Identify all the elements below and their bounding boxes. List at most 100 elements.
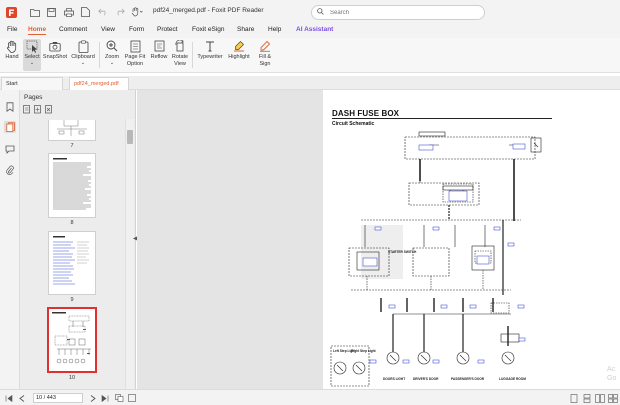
select-dropdown-chevron-icon: ⌄	[29, 59, 35, 66]
page-heading: DASH FUSE BOX	[332, 109, 400, 118]
clipboard-label: Clipboard	[71, 54, 95, 60]
hand-label: Hand	[5, 54, 19, 60]
menu-form[interactable]: Form	[129, 26, 145, 33]
status-bar: 10 / 443	[0, 389, 620, 405]
page-thumbnail-9[interactable]	[48, 231, 96, 295]
single-page-view-icon[interactable]	[569, 393, 579, 403]
page-options-icon[interactable]	[23, 105, 31, 116]
typewriter-icon	[203, 39, 217, 53]
typewriter-button[interactable]: Typewriter	[196, 39, 224, 61]
print-icon[interactable]	[61, 5, 76, 20]
foxit-logo-icon	[4, 5, 19, 20]
snapshot-button[interactable]: SnapShot	[43, 39, 67, 61]
menu-ai-assistant[interactable]: AI Assistant	[296, 26, 334, 33]
rotate-label-2: View	[174, 60, 186, 67]
page-thumbnail-label: 7	[70, 143, 74, 149]
rotate-label-1: Rotate	[171, 54, 189, 60]
menu-foxit-esign[interactable]: Foxit eSign	[192, 26, 225, 33]
select-cursor-icon	[25, 39, 39, 53]
page-thumbnail-label: 8	[70, 220, 74, 226]
page-thumbnail-7[interactable]	[48, 120, 96, 141]
heading-rule	[332, 118, 552, 119]
tab-start[interactable]: Start	[1, 77, 63, 90]
page-fit-label-2: Option	[126, 60, 144, 67]
redo-icon[interactable]	[112, 5, 127, 20]
page-subheading: Circuit Schematic	[332, 121, 375, 127]
window-title: pdf24_merged.pdf - Foxit PDF Reader	[153, 7, 264, 14]
select-tool-button[interactable]: Select ⌄	[23, 39, 41, 71]
menu-share[interactable]: Share	[237, 26, 255, 33]
fill-sign-label-2: Sign	[259, 60, 271, 67]
save-icon[interactable]	[44, 5, 59, 20]
last-page-icon[interactable]	[100, 393, 110, 403]
page-number-field[interactable]: 10 / 443	[33, 393, 83, 403]
page-thumbnail-8[interactable]	[48, 153, 96, 218]
menu-view[interactable]: View	[101, 26, 115, 33]
clipboard-dropdown-chevron-icon: ⌄	[80, 59, 86, 66]
fill-and-sign-button[interactable]: Fill & Sign	[255, 39, 275, 67]
continuous-view-icon[interactable]	[582, 393, 592, 403]
hand-tool-dropdown-icon[interactable]	[129, 5, 144, 20]
scrollbar-thumb[interactable]	[127, 130, 133, 144]
page-thumbnail-label: 9	[70, 297, 74, 303]
view-mode-icon[interactable]	[114, 393, 124, 403]
pages-thumbnail-icon[interactable]	[4, 121, 16, 133]
rotate-view-button[interactable]: Rotate View	[171, 39, 189, 67]
menu-home[interactable]: Home	[28, 26, 47, 35]
menu-help[interactable]: Help	[268, 26, 282, 33]
reflow-button[interactable]: Reflow	[149, 39, 169, 61]
schematic-label-luggage: LUGGAGE ROOM	[499, 377, 526, 381]
page-view-icon[interactable]	[127, 393, 137, 403]
schematic-label-doors: DOORS LIGHT	[383, 377, 405, 381]
next-page-icon[interactable]	[88, 393, 98, 403]
schematic-label-right-step: Right Step Light	[351, 349, 377, 353]
reflow-label: Reflow	[150, 54, 168, 60]
typewriter-label: Typewriter	[197, 54, 223, 60]
clipboard-button[interactable]: Clipboard ⌄	[70, 39, 96, 66]
delete-page-icon[interactable]	[45, 105, 53, 116]
document-view[interactable]: DASH FUSE BOX Circuit Schematic	[137, 90, 620, 389]
attachment-icon[interactable]	[4, 164, 16, 176]
watermark-line-1: Ac	[607, 366, 616, 373]
hand-tool-button[interactable]: Hand	[3, 39, 21, 61]
document-tabs: Start pdf24_merged.pdf	[0, 76, 620, 90]
quick-access-toolbar	[4, 5, 144, 20]
tab-document[interactable]: pdf24_merged.pdf	[69, 77, 129, 90]
comments-icon[interactable]	[4, 143, 16, 155]
previous-page-icon[interactable]	[17, 393, 27, 403]
select-label: Select	[24, 54, 40, 60]
open-folder-icon[interactable]	[27, 5, 42, 20]
new-document-icon[interactable]	[78, 5, 93, 20]
page-number-value: 10 / 443	[36, 395, 56, 401]
collapse-panel-arrow-icon[interactable]: ◀	[133, 236, 138, 242]
watermark-line-2: Go	[607, 375, 617, 382]
menu-comment[interactable]: Comment	[59, 26, 88, 33]
page-fit-option-button[interactable]: Page Fit Option	[123, 39, 147, 67]
ribbon-toolbar: Hand Select ⌄ SnapShot Clipboard ⌄ Zoom …	[0, 38, 620, 73]
page-fit-icon	[128, 39, 142, 53]
two-page-view-icon[interactable]	[595, 393, 605, 403]
snapshot-label: SnapShot	[42, 54, 68, 60]
zoom-dropdown-chevron-icon: ⌄	[109, 59, 115, 66]
two-page-continuous-icon[interactable]	[608, 393, 618, 403]
zoom-label: Zoom	[104, 54, 120, 60]
thumbnails-scrollbar[interactable]	[125, 119, 134, 389]
search-box[interactable]	[311, 5, 485, 20]
search-input[interactable]	[330, 9, 470, 16]
menu-file[interactable]: File	[7, 26, 18, 33]
schematic-label-passengers-door: PASSENGER'S DOOR	[451, 377, 485, 381]
undo-icon[interactable]	[95, 5, 110, 20]
menu-protect[interactable]: Protect	[157, 26, 178, 33]
schematic-label-starter: STARTER SWITCH	[388, 250, 417, 254]
search-icon	[317, 8, 324, 17]
clipboard-icon	[76, 39, 90, 53]
pages-panel: Pages 7	[20, 90, 136, 389]
bookmark-icon[interactable]	[4, 101, 16, 113]
first-page-icon[interactable]	[4, 393, 14, 403]
highlight-button[interactable]: Highlight	[226, 39, 252, 61]
page-thumbnail-10[interactable]	[47, 307, 97, 373]
zoom-button[interactable]: Zoom ⌄	[103, 39, 121, 66]
navigation-rail	[0, 90, 20, 389]
insert-page-icon[interactable]	[34, 105, 42, 116]
highlighter-icon	[232, 39, 246, 53]
